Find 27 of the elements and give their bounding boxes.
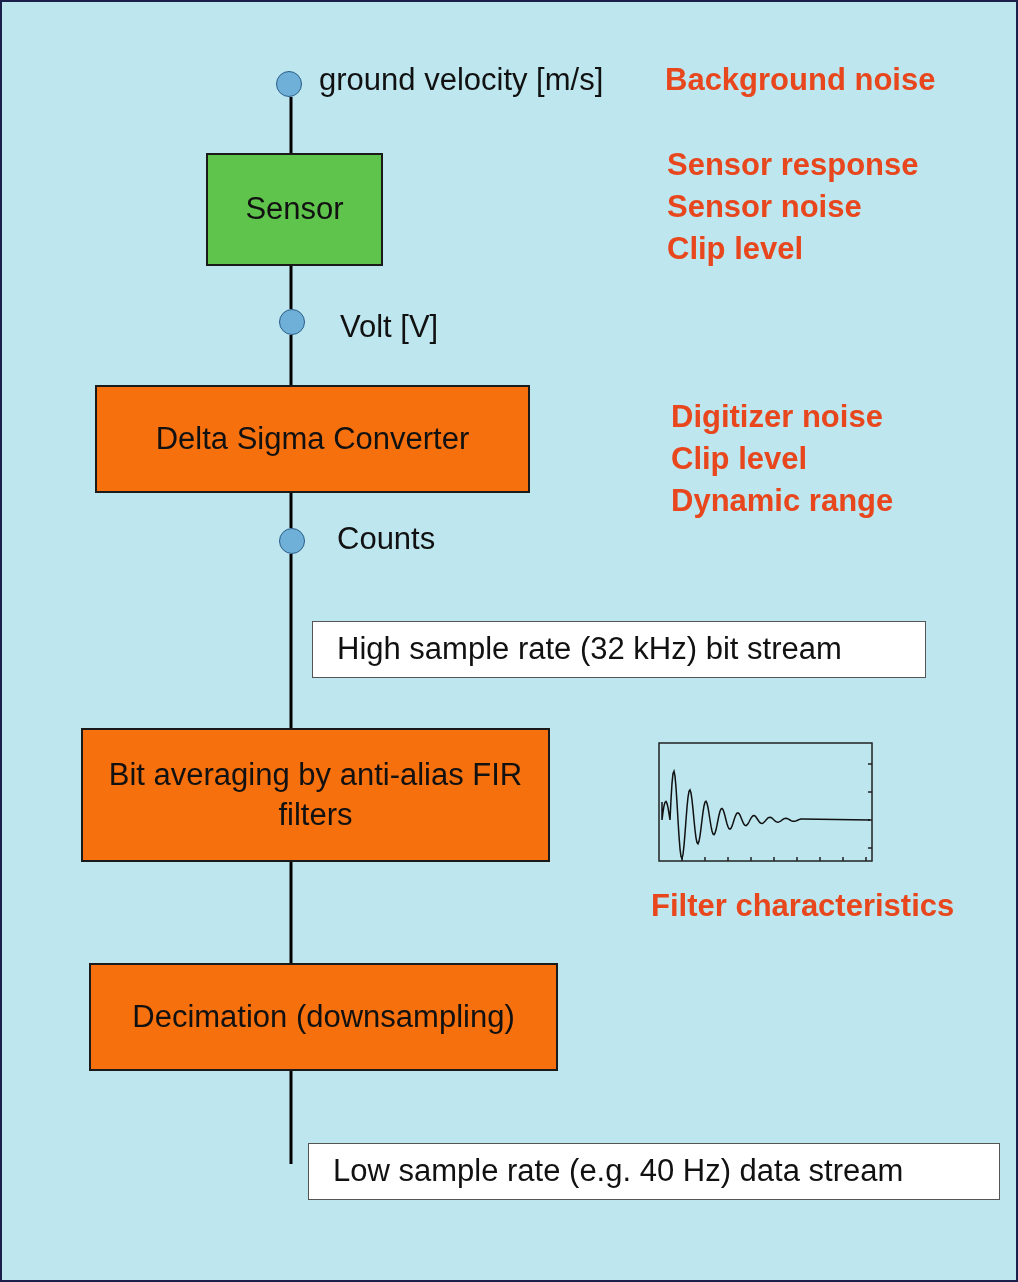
- signal-label: Volt [V]: [340, 309, 439, 345]
- property-note: Digitizer noise: [671, 399, 883, 435]
- property-note: Sensor response: [667, 147, 919, 183]
- signal-node-circle: [279, 309, 305, 335]
- process-box: Sensor: [206, 153, 383, 266]
- connector-line: [289, 1071, 293, 1164]
- signal-node-circle: [279, 528, 305, 554]
- property-note: Dynamic range: [671, 483, 894, 519]
- connector-line: [289, 97, 293, 153]
- process-box: Delta Sigma Converter: [95, 385, 530, 493]
- signal-node-circle: [276, 71, 302, 97]
- connector-line: [289, 266, 293, 309]
- signal-description-box: Low sample rate (e.g. 40 Hz) data stream: [308, 1143, 1000, 1200]
- signal-label: ground velocity [m/s]: [319, 62, 604, 98]
- connector-line: [289, 493, 293, 528]
- property-note: Clip level: [671, 441, 808, 477]
- property-note: Background noise: [665, 62, 936, 98]
- connector-line: [289, 554, 293, 728]
- property-note: Filter characteristics: [651, 888, 955, 924]
- signal-label: Counts: [337, 521, 436, 557]
- process-box: Decimation (downsampling): [89, 963, 558, 1071]
- connector-line: [289, 862, 293, 963]
- property-note: Sensor noise: [667, 189, 862, 225]
- connector-line: [289, 335, 293, 385]
- signal-description-box: High sample rate (32 kHz) bit stream: [312, 621, 926, 678]
- process-box: Bit averaging by anti-alias FIR filters: [81, 728, 550, 862]
- property-note: Clip level: [667, 231, 804, 267]
